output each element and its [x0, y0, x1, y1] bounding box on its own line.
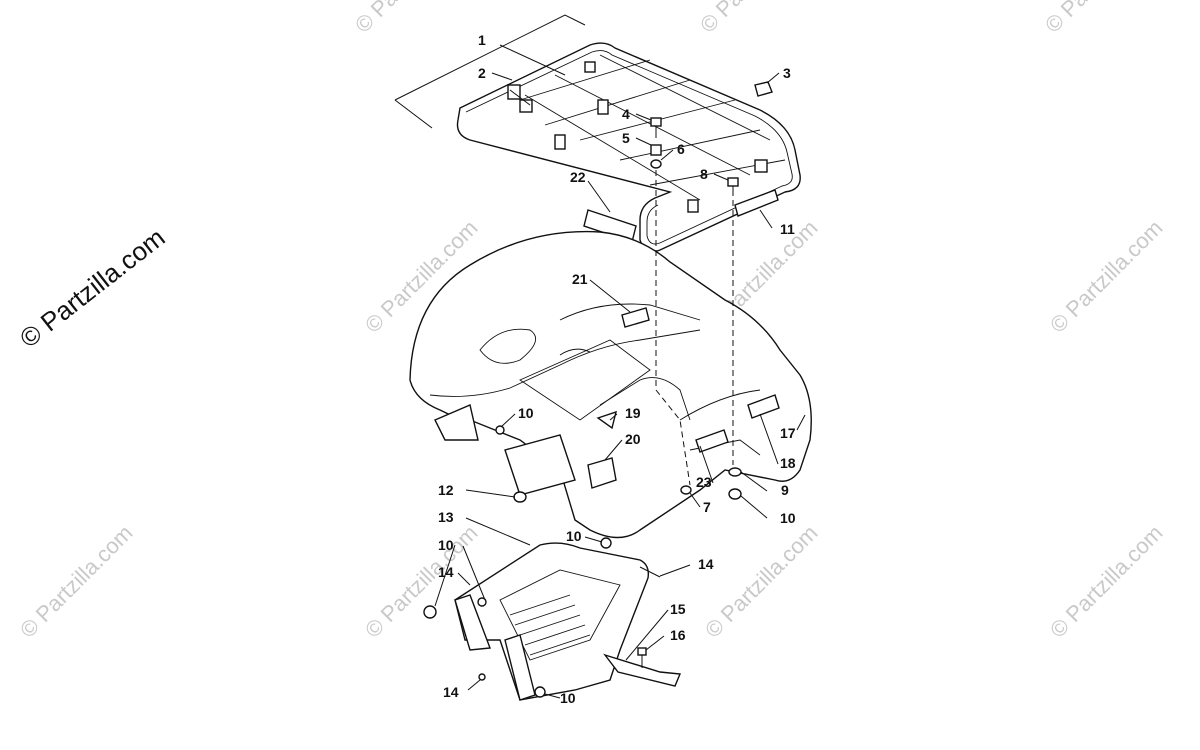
callout-4: 4	[622, 106, 630, 122]
callout-14-c: 14	[443, 684, 459, 700]
callout-8: 8	[700, 166, 708, 182]
callout-9: 9	[781, 482, 789, 498]
leader-lines	[434, 72, 806, 699]
callout-3: 3	[783, 65, 791, 81]
callout-21: 21	[572, 271, 588, 287]
part-9-washer	[728, 467, 742, 477]
callout-18: 18	[780, 455, 796, 471]
guide-line	[655, 389, 691, 486]
callout-14-b: 14	[438, 564, 454, 580]
footwell-part-13	[423, 542, 661, 701]
callout-7: 7	[703, 499, 711, 515]
callout-22: 22	[570, 169, 586, 185]
callout-19: 19	[625, 405, 641, 421]
bolt-spacer-stack	[650, 117, 662, 169]
callout-1: 1	[478, 32, 486, 48]
rear-rack	[394, 14, 801, 253]
callout-12: 12	[438, 482, 454, 498]
callout-6: 6	[677, 141, 685, 157]
callout-23: 23	[696, 474, 712, 490]
callout-10-a: 10	[518, 405, 534, 421]
callout-11: 11	[780, 221, 795, 237]
callout-10-e: 10	[560, 690, 576, 706]
callout-2: 2	[478, 65, 486, 81]
part-10-nut	[600, 537, 612, 549]
part-10-nut	[728, 488, 742, 500]
callout-5: 5	[622, 130, 630, 146]
part-7-nut	[680, 485, 692, 495]
rear-fender-body	[409, 230, 812, 539]
part-10-nut	[495, 425, 505, 435]
part-3-cap	[754, 81, 773, 97]
callout-13: 13	[438, 509, 454, 525]
callout-17: 17	[780, 425, 796, 441]
footrest-part-15	[603, 653, 682, 687]
callout-15: 15	[670, 601, 686, 617]
part-12-plug	[513, 491, 527, 503]
callout-10-b: 10	[780, 510, 796, 526]
callout-labels: 1 2 3 4 5 6 8 22 11 21 10 19 20 17 18 23…	[438, 32, 796, 706]
part-16-bolt	[637, 647, 647, 668]
callout-20: 20	[625, 431, 641, 447]
callout-16: 16	[670, 627, 686, 643]
callout-10-d: 10	[438, 537, 454, 553]
callout-10-c: 10	[566, 528, 582, 544]
part-8-bolt	[727, 177, 739, 196]
callout-14-a: 14	[698, 556, 714, 572]
